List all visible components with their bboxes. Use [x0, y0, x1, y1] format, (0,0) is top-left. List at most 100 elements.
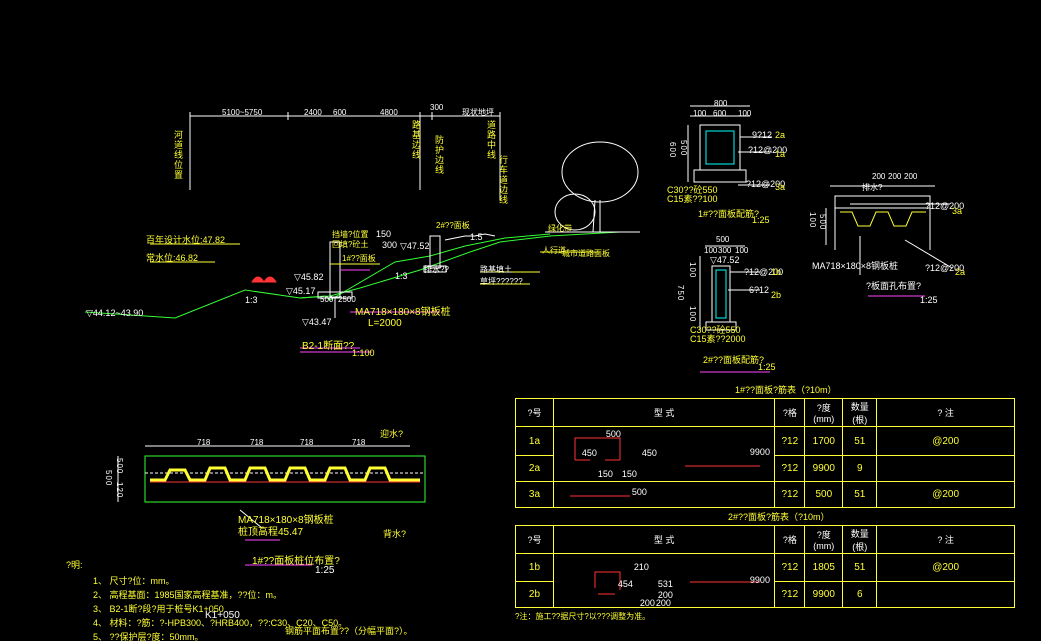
d1-dim-600: 600 — [713, 109, 727, 118]
t1-r2-count: 9 — [842, 455, 878, 482]
plan-scale: 1:25 — [315, 565, 335, 576]
dim-text-6: 现状地坪 — [462, 108, 494, 117]
d1-base: C15素??100 — [667, 194, 718, 204]
t2-h-shape: 型 式 — [552, 525, 776, 554]
d3-dim-left-2: 500 — [818, 214, 827, 231]
d1-tag-1: 2a — [775, 130, 786, 140]
t1-r1-id: 1a — [515, 426, 554, 456]
d1-label-2: ?12@200 — [748, 145, 788, 155]
label-road: 城市道路面板 — [562, 249, 610, 258]
d1-dim-left-2: 500 — [679, 140, 688, 157]
rebar-table-1: ?号 型 式 ?格 ?度 (mm) 数量 (根) ? 注 1a 500 450 … — [515, 398, 1015, 508]
dim-text-5: 300 — [430, 103, 444, 112]
d2-dim-100b: 100 — [735, 246, 749, 255]
table-row: 2b ?12 9900 6 — [515, 581, 1015, 608]
table-row: 2a ?12 9900 9 — [515, 455, 1015, 482]
d1-dim-100a: 100 — [693, 109, 707, 118]
label-dim500: 500 — [320, 295, 334, 304]
t2-r2-length: 9900 — [804, 581, 844, 608]
d2-dim-left-1: 100 — [688, 262, 697, 279]
t1-h-id: ?号 — [515, 398, 554, 427]
label-walk: 人行道 — [542, 246, 566, 255]
plan-level: 桩顶高程45.47 — [238, 527, 304, 538]
plan-span-1: 718 — [197, 438, 211, 447]
t2-r1-len: 9900 — [749, 575, 770, 585]
t1-h-len: ?度 (mm) — [804, 398, 844, 427]
level-toe: ▽45.17 — [286, 286, 316, 296]
note-3: 3、 B2-1断?段?用于桩号K1+050 — [93, 604, 224, 614]
d1-dim-top: 800 — [714, 99, 728, 108]
t1-r1-dim-1: 500 — [605, 429, 621, 439]
t1-r3-length: 500 — [804, 481, 844, 508]
d1-dim-left-1: 600 — [668, 142, 677, 159]
section-scale: 1:100 — [352, 348, 375, 358]
plan-bottom-note: 背水? — [383, 529, 407, 539]
d1-dim-100b: 100 — [738, 109, 752, 118]
d3-title: ?板面孔布置? — [866, 281, 922, 291]
d2-label-1: ?12@200 — [744, 267, 784, 277]
dim-text-4: 4800 — [380, 108, 398, 117]
t2-h-id: ?号 — [515, 525, 554, 554]
t1-r1-note: @200 — [876, 426, 1015, 456]
d2-dim-300: 300 — [718, 246, 732, 255]
dim-text-3: 600 — [333, 108, 347, 117]
label-dim150: 150 — [376, 229, 392, 239]
plan-title: 1#??面板桩位布置? — [252, 556, 340, 567]
label-wall: 挡墙?位置 — [332, 230, 369, 239]
t2-r1-shape: 210 454 531 200 200 200 9900 — [552, 553, 776, 608]
plan-dim-left-3: 120 — [115, 482, 124, 499]
t1-r1-dim-3: 450 — [641, 448, 657, 458]
plan-span-3: 718 — [300, 438, 314, 447]
t1-r1-len: 9900 — [749, 447, 770, 457]
d3-tag-2: 2a — [955, 267, 966, 277]
t2-r2-count: 6 — [842, 581, 878, 608]
label-drain: 排水?? — [424, 265, 449, 274]
note-4: 4、 材料：?筋：?-HPB300、?HRB400，??:C30、C20、C50… — [93, 618, 348, 628]
t1-r1-length: 1700 — [804, 426, 844, 456]
t1-r3-dim: 500 — [631, 487, 647, 497]
level-wall-top: ▽47.52 — [400, 241, 430, 251]
t1-r2-length: 9900 — [804, 455, 844, 482]
plan-pile: MA718×180×8钢板桩 — [238, 515, 334, 526]
vnote-subgrade: 路基边线 — [411, 120, 421, 160]
t2-r2-note — [876, 581, 1015, 608]
t2-r1-note: @200 — [876, 553, 1015, 582]
d3-label-1: ?12@200 — [925, 201, 965, 211]
d3-pile: MA718×180×8钢板桩 — [812, 261, 899, 271]
slope-2: 1:3 — [395, 271, 408, 281]
rebar-table-2: ?号 型 式 ?格 ?度 (mm) 数量 (根) ? 注 1b 210 454 … — [515, 525, 1015, 608]
d2-dim-100a: 100 — [704, 246, 718, 255]
t2-h-note: ? 注 — [876, 525, 1015, 554]
t1-r1-shape: 500 450 450 150 150 9900 — [552, 426, 776, 482]
label-cap2: 2#??面板 — [436, 221, 470, 230]
d3-label-2: ?12@200 — [925, 263, 965, 273]
d3-scale: 1:25 — [920, 295, 938, 305]
t2-r1-dim-3: 531 — [657, 579, 673, 589]
t1-r3-id: 3a — [515, 481, 554, 508]
t1-r1-spec: ?12 — [774, 426, 806, 456]
d2-dim-left-3: 100 — [688, 306, 697, 323]
d1-tag-2: 1a — [775, 149, 786, 159]
level-high-water: 百年设计水位:47.82 — [146, 235, 226, 245]
t1-h-shape: 型 式 — [552, 398, 776, 427]
t2-r1-id: 1b — [515, 553, 554, 582]
d2-title: 2#??面板配筋? — [703, 355, 765, 365]
note-overlay-2: 钢筋平面布置??（分幅平面?）。 — [285, 626, 413, 636]
t1-r1-dim-2: 450 — [581, 448, 597, 458]
d1-tag-3: 3a — [775, 182, 786, 192]
t1-r1-dim-5: 150 — [621, 469, 637, 479]
t2-r1-count: 51 — [842, 553, 878, 582]
plan-top-note: 迎水? — [380, 429, 404, 439]
level-normal-water: 常水位:46.82 — [146, 253, 199, 263]
d1-title: 1#??面板配筋? — [698, 209, 760, 219]
t1-r2-note — [876, 455, 1015, 482]
d2-tag-1: 1b — [771, 267, 782, 277]
level-sheet-bottom: ▽43.47 — [302, 317, 332, 327]
t2-r2-spec: ?12 — [774, 581, 806, 608]
level-bottom: ▽44.12~43.90 — [86, 308, 144, 318]
d2-scale: 1:25 — [758, 362, 776, 372]
table-row: 1a 500 450 450 150 150 9900 ?12 1700 51 … — [515, 426, 1015, 482]
t1-r3-note: @200 — [876, 481, 1015, 508]
